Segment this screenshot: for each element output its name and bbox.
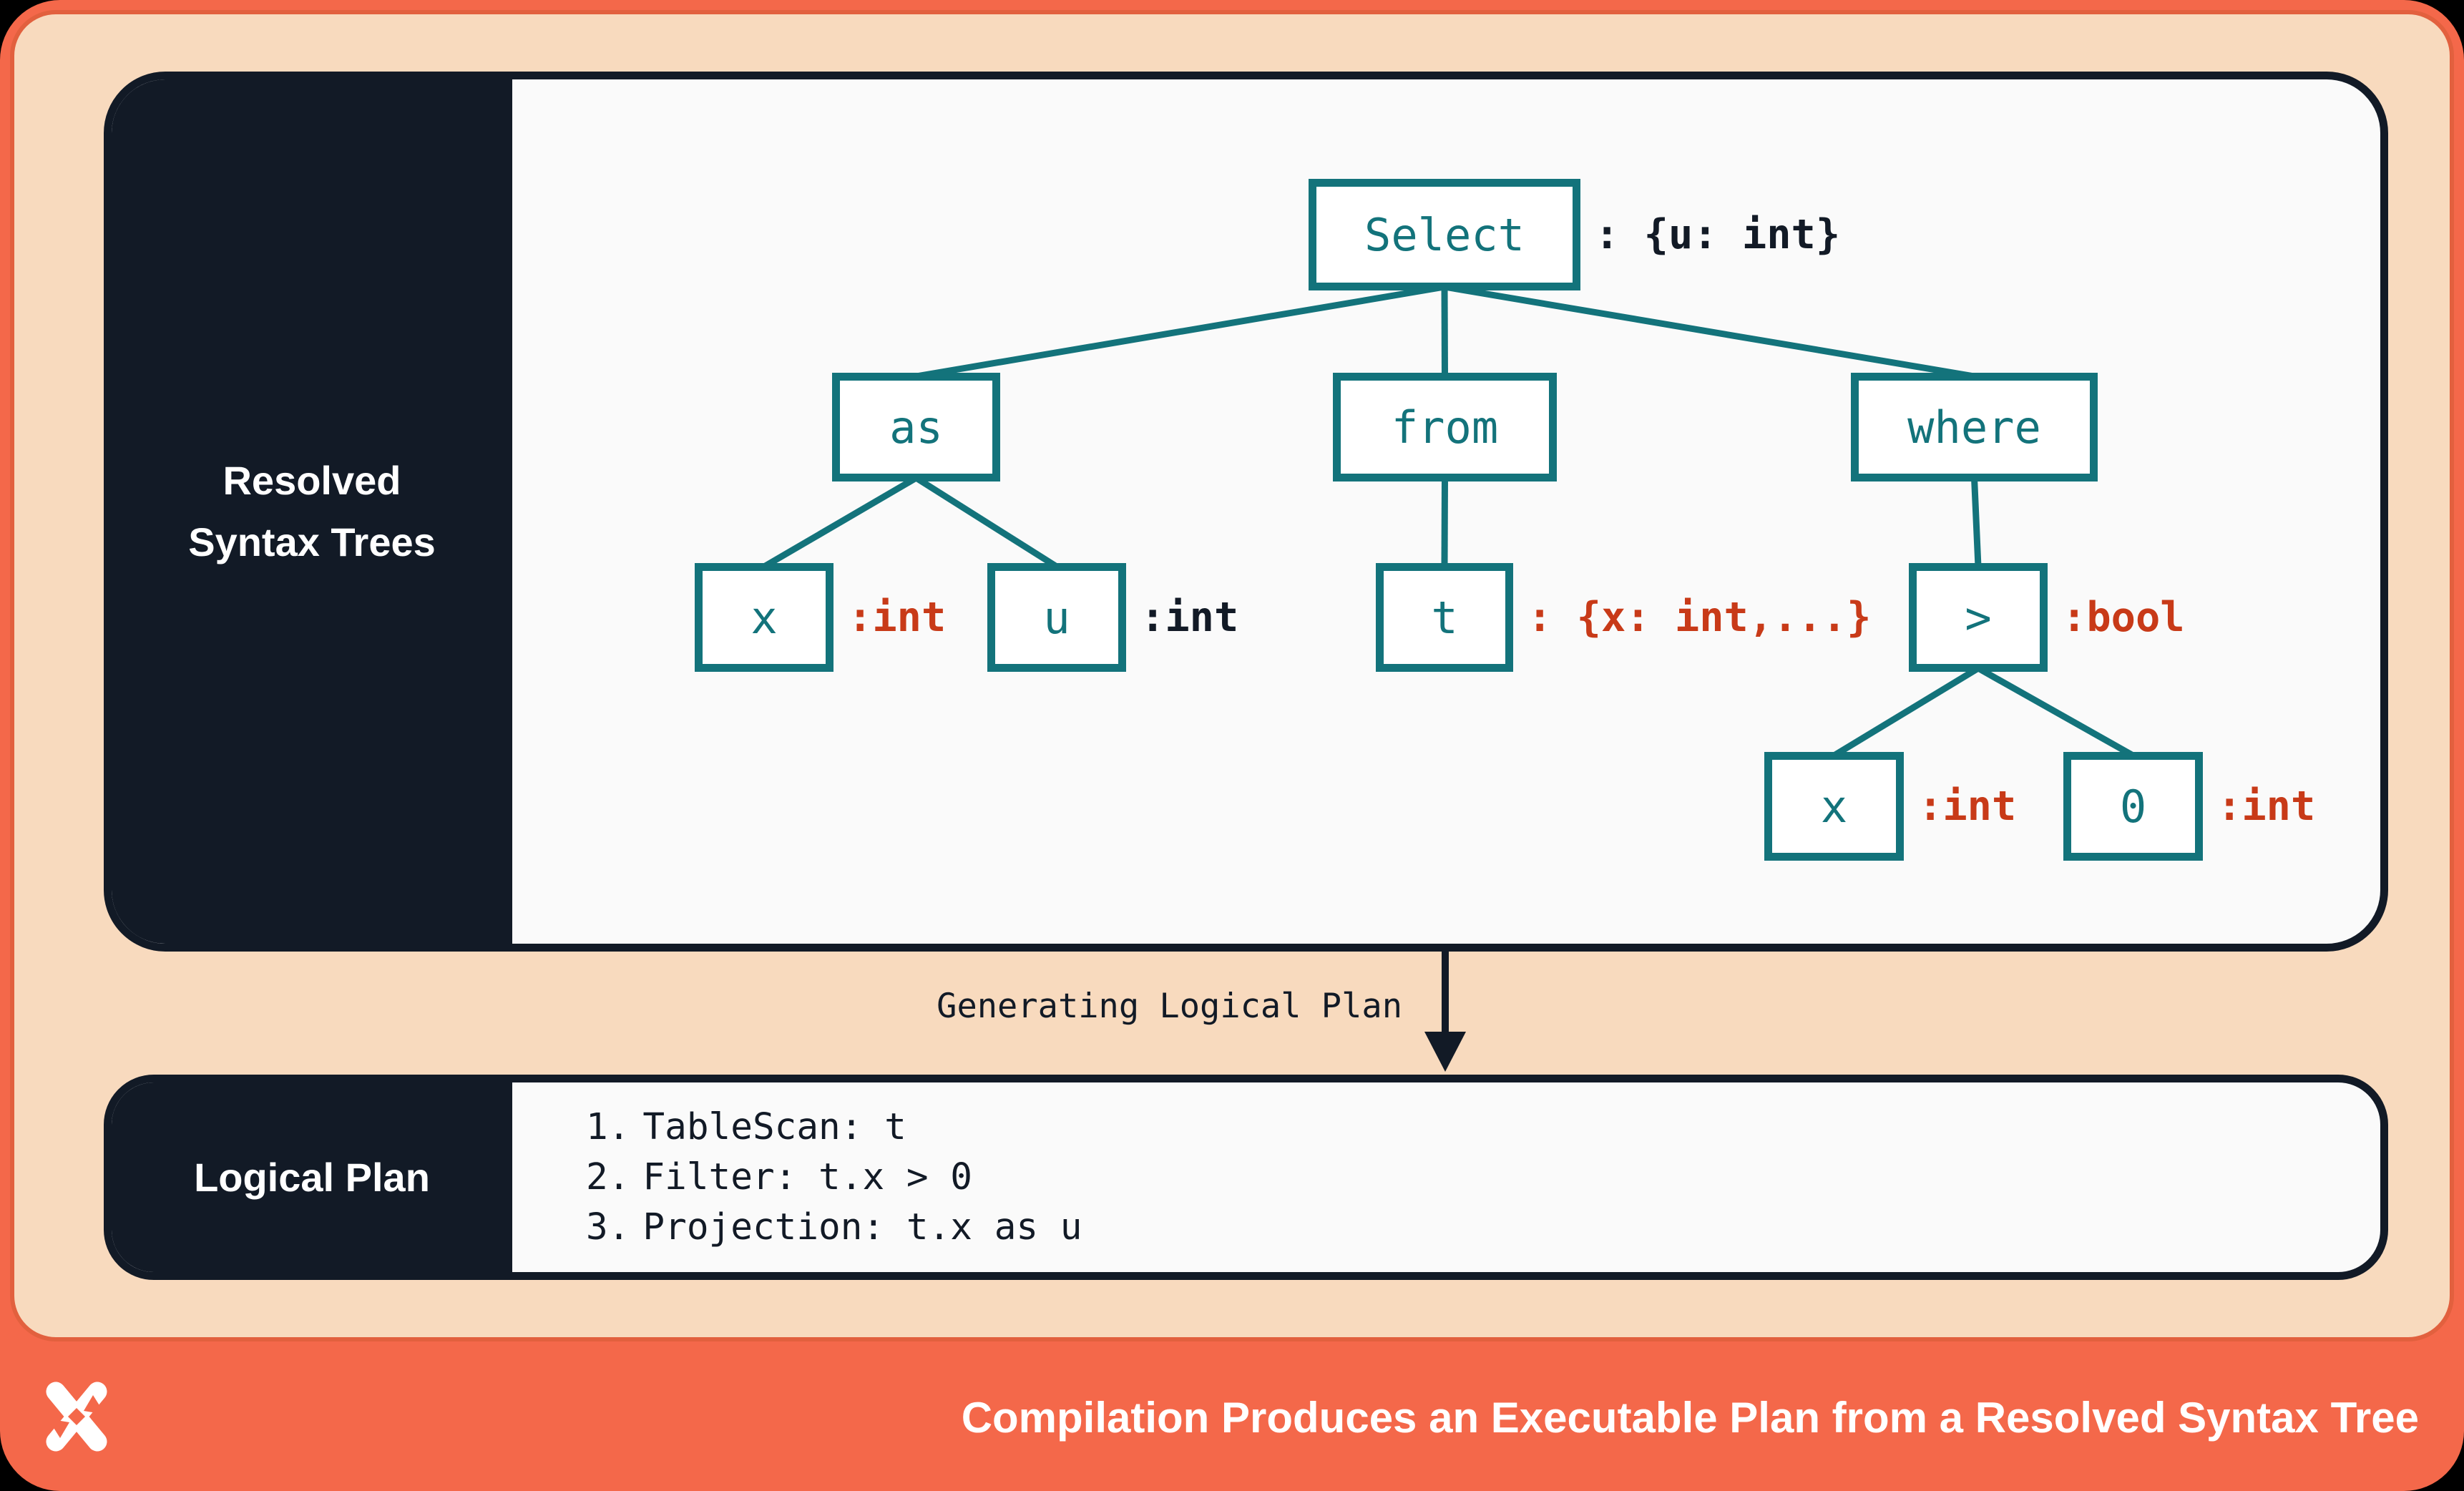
tree-node-select: Select [1309,179,1580,290]
x-pinwheel-logo [46,1382,107,1452]
tree-node-annotation-zero: :int [2217,783,2316,830]
syntax-panel-sidebar: Resolved Syntax Trees [112,79,512,944]
tree-node-label: as [889,401,943,454]
transition-label: Generating Logical Plan [937,987,1402,1026]
syntax-panel-title-line1: Resolved [223,458,401,503]
tree-node-label: Select [1364,208,1525,261]
logical-panel-sidebar: Logical Plan [112,1082,512,1272]
footer-title: Compilation Produces an Executable Plan … [961,1394,2419,1442]
tree-node-annotation-select: : {u: int} [1595,211,1841,258]
tree-node-annotation-x1: :int [848,594,947,641]
logical-step-number: 3. [586,1206,630,1248]
syntax-panel-title-line2: Syntax Trees [188,519,436,564]
tree-node-where: where [1851,373,2098,481]
logical-step: 2. Filter: t.x > 0 [586,1153,1082,1203]
tree-node-label: from [1391,401,1499,454]
logical-step-number: 2. [586,1155,630,1198]
logical-plan-panel: Logical Plan 1. TableScan: t 2. Filter: t.x… [104,1075,2388,1280]
syntax-trees-panel: Resolved Syntax Trees [104,72,2388,952]
logical-steps-list: 1. TableScan: t 2. Filter: t.x > 0 3. Project… [586,1082,1082,1272]
logical-step-text: Filter: t.x > 0 [642,1155,972,1198]
tree-node-as: as [832,373,1000,481]
tree-node-label: > [1965,591,1992,644]
tree-node-t: t [1376,563,1513,672]
tree-node-label: t [1431,591,1458,644]
tree-node-u: u [987,563,1126,672]
tree-node-x2: x [1764,752,1904,861]
tree-node-label: x [751,591,778,644]
tree-node-label: x [1820,780,1848,833]
tree-node-label: u [1043,591,1070,644]
logical-step: 1. TableScan: t [586,1103,1082,1153]
tree-node-gt: > [1909,563,2048,672]
tree-node-zero: 0 [2063,752,2203,861]
logical-panel-title: Logical Plan [194,1154,430,1200]
logical-step: 3. Projection: t.x as u [586,1203,1082,1253]
tree-node-annotation-t: : {x: int,...} [1527,594,1872,641]
tree-node-label: 0 [2119,780,2147,833]
tree-node-x1: x [695,563,833,672]
tree-node-annotation-u: :int [1140,594,1239,641]
logical-step-number: 1. [586,1105,630,1148]
logical-step-text: TableScan: t [642,1105,906,1148]
tree-node-from: from [1333,373,1557,481]
logical-step-text: Projection: t.x as u [642,1206,1082,1248]
syntax-panel-title: Resolved Syntax Trees [188,450,436,573]
tree-node-label: where [1907,401,2041,454]
tree-node-annotation-gt: :bool [2062,594,2185,641]
tree-node-annotation-x2: :int [1918,783,2017,830]
